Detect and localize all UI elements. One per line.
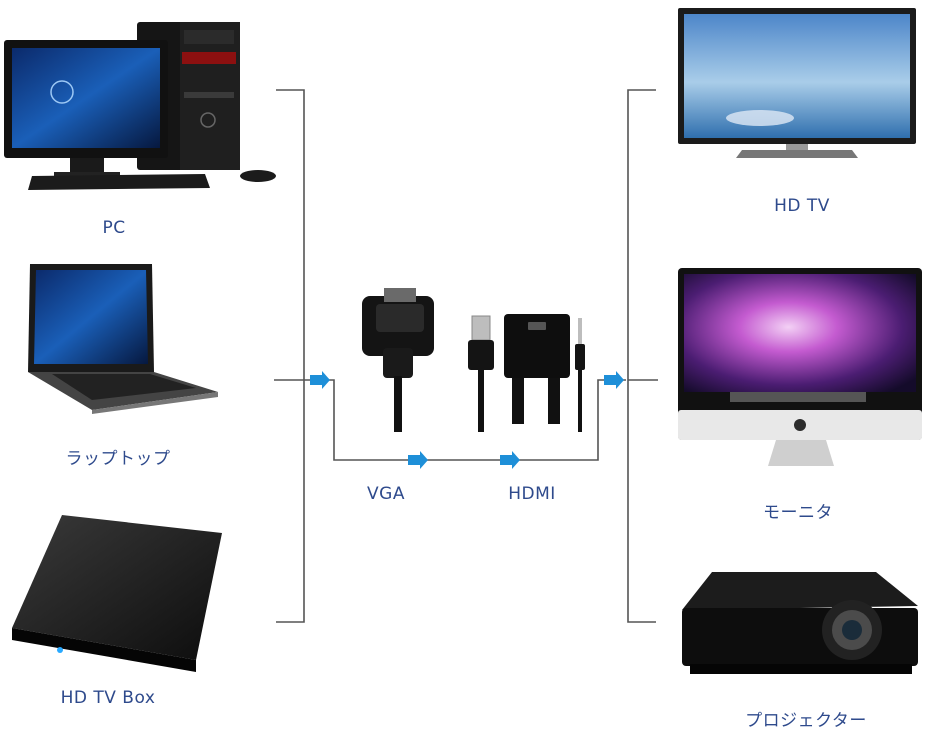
label-monitor: モーニタ	[763, 503, 833, 523]
hdmi-adapter-icon	[504, 314, 570, 424]
vga-connector-icon	[362, 288, 434, 432]
usb-plug-icon	[468, 315, 494, 432]
tv-box-icon	[12, 515, 222, 672]
desktop-pc-icon	[4, 22, 276, 190]
audio-jack-icon	[575, 318, 585, 432]
monitor-icon	[678, 268, 922, 466]
label-tv-box: HD TV Box	[60, 688, 156, 708]
label-laptop: ラップトップ	[65, 449, 171, 469]
label-hdmi: HDMI	[508, 484, 556, 504]
label-vga: VGA	[367, 484, 405, 504]
hd-tv-icon	[678, 8, 916, 158]
label-projector: プロジェクター	[745, 711, 867, 731]
source-bracket	[274, 89, 626, 623]
signal-arrows	[310, 371, 624, 469]
projector-icon	[682, 572, 918, 674]
laptop-icon	[28, 264, 218, 414]
label-hd-tv: HD TV	[774, 196, 830, 216]
output-bracket	[627, 89, 658, 623]
label-pc: PC	[102, 218, 126, 238]
